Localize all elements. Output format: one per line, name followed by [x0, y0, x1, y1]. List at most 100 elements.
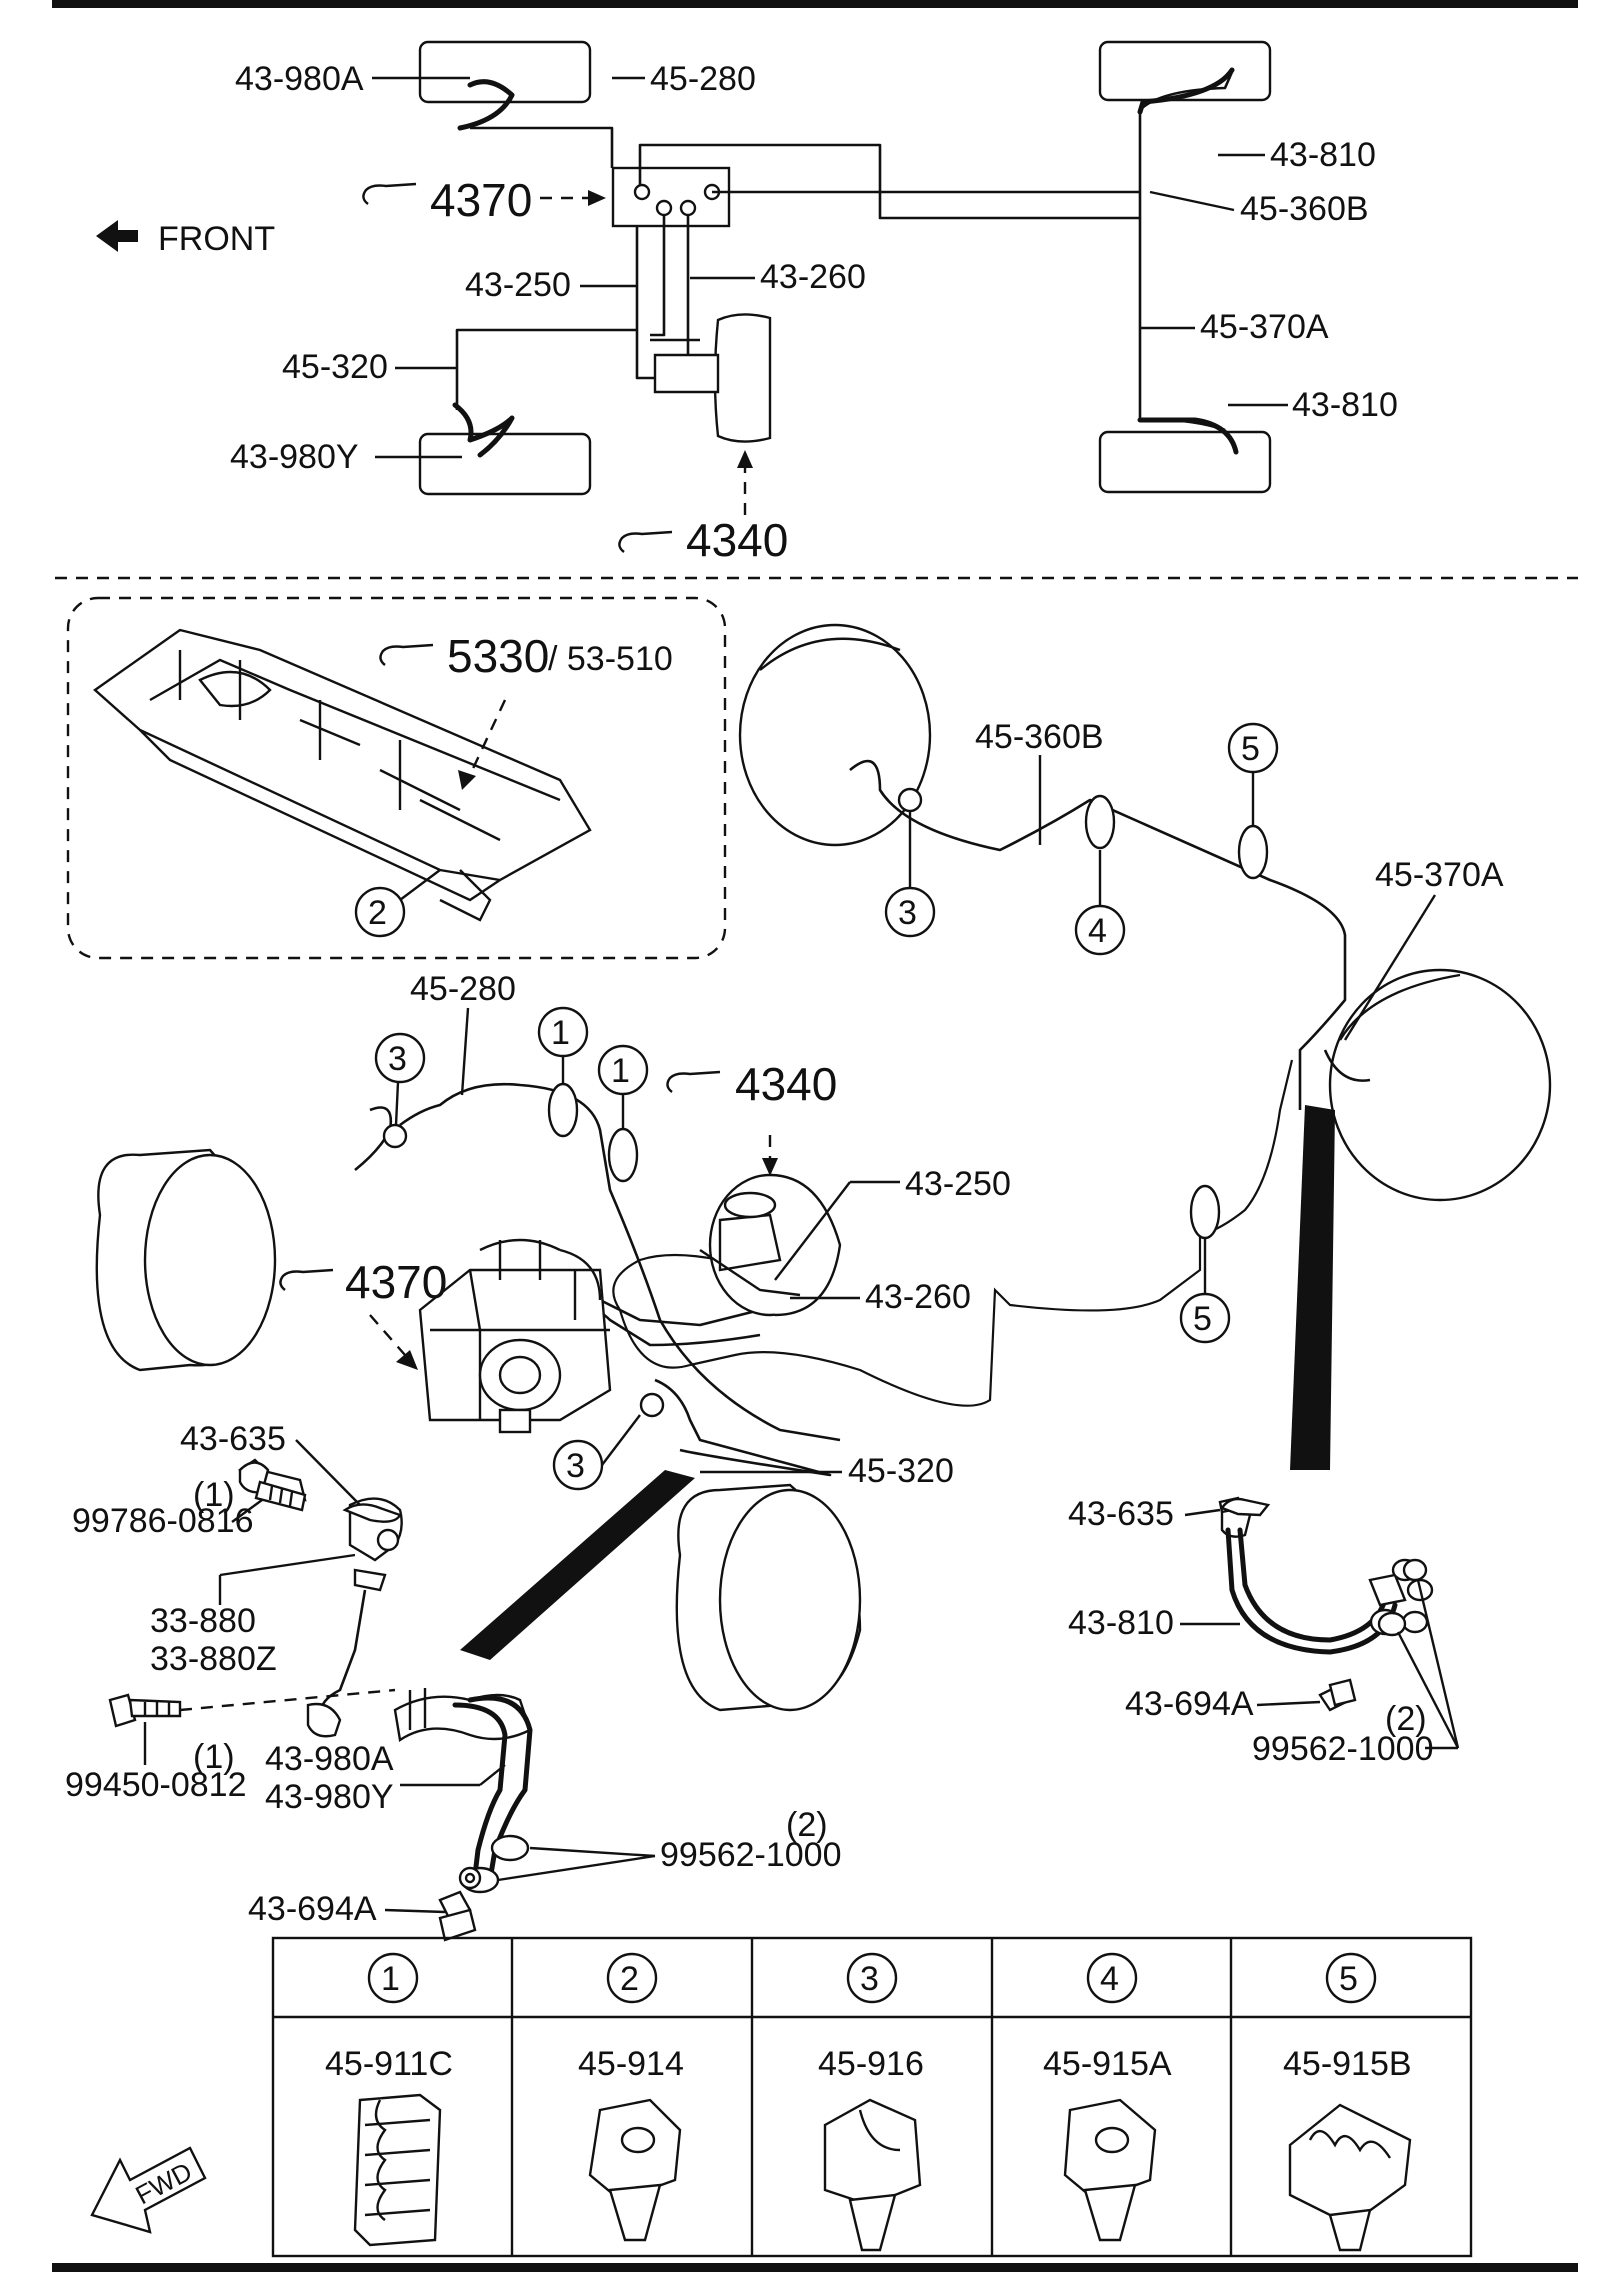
- clip-1b: [607, 1127, 639, 1183]
- rear-left-wheel-top: [738, 623, 932, 847]
- svg-text:1: 1: [551, 1014, 570, 1052]
- leader: [1343, 894, 1437, 1041]
- front-left-hardware: [238, 1458, 533, 1942]
- label-45-370A-main: 45-370A: [1375, 856, 1504, 894]
- label-45-360B-main: 45-360B: [975, 718, 1104, 756]
- arrow-4370-main: [369, 1314, 406, 1356]
- rear-hose-43-810: [1218, 1496, 1434, 1712]
- table-col-5: 5 45-915B: [1283, 1952, 1412, 2252]
- table-col-1: 1 45-911C: [325, 1952, 453, 2247]
- clip-45-915B-icon: [1288, 2103, 1412, 2252]
- leader: [1184, 1508, 1221, 1517]
- clip-45-911C-icon: [353, 2093, 442, 2247]
- label-43-250-main: 43-250: [905, 1165, 1011, 1203]
- callout-1b: 1: [597, 1044, 649, 1129]
- leader: [1149, 190, 1235, 212]
- leader: [399, 869, 441, 901]
- clip-4: [1084, 794, 1116, 850]
- vehicle-frame-sketch: [93, 628, 592, 922]
- svg-text:45-915B: 45-915B: [1283, 2045, 1412, 2083]
- top-border: [52, 0, 1578, 8]
- bolt-99450-0812: [108, 1693, 182, 1728]
- svg-text:5: 5: [1339, 1960, 1358, 1998]
- clip-3b: [382, 1123, 408, 1149]
- top-schematic: FRONT 4370 4340 43-980A 45-280 43-810 45…: [96, 40, 1398, 566]
- label-43-810-main: 43-810: [1068, 1604, 1174, 1642]
- clip-3c: [639, 1392, 665, 1418]
- clip-45-914-icon: [588, 2098, 682, 2242]
- bolt-99786-0816: [238, 1461, 307, 1512]
- qty-99450: (1): [193, 1738, 235, 1776]
- label-33-880: 33-880: [150, 1602, 256, 1640]
- wheel-front-left: [418, 40, 592, 104]
- hand-pointer-icon: [379, 643, 434, 666]
- port: [679, 199, 697, 217]
- arrow-head: [396, 1350, 418, 1370]
- svg-text:3: 3: [388, 1040, 407, 1078]
- master-cylinder: [653, 353, 720, 394]
- label-43-260: 43-260: [760, 258, 866, 296]
- svg-text:2: 2: [368, 894, 387, 932]
- pipe-45-320-routing: [654, 1378, 832, 1477]
- clip-1a: [547, 1082, 579, 1138]
- hose-wedge-rear: [1290, 1105, 1335, 1470]
- pipe-rear-right-hose: [1137, 417, 1239, 455]
- wheel-rear-right: [1098, 430, 1272, 494]
- arrow-head: [737, 450, 753, 468]
- arrow-head: [762, 1158, 778, 1176]
- svg-text:4: 4: [1100, 1960, 1119, 1998]
- label-45-280-main: 45-280: [410, 970, 516, 1008]
- svg-text:5: 5: [1241, 730, 1260, 768]
- fitting-43-694A-b: [1328, 1678, 1357, 1707]
- hose-wedge-front: [460, 1470, 695, 1660]
- callout-3b: 3: [374, 1032, 426, 1126]
- label-43-980Y: 43-980Y: [230, 438, 359, 476]
- front-left-wheel: [95, 1148, 277, 1372]
- callout-2: 2: [354, 886, 406, 938]
- svg-text:45-915A: 45-915A: [1043, 2045, 1172, 2083]
- hand-pointer-icon: [666, 1070, 721, 1093]
- clip-43-635-a: [342, 1503, 402, 1523]
- clip-3a: [897, 787, 923, 813]
- leader: [1416, 1579, 1460, 1749]
- label-43-980A: 43-980A: [235, 60, 364, 98]
- callout-4: 4: [1074, 850, 1126, 956]
- svg-text:45-911C: 45-911C: [325, 2045, 453, 2083]
- label-45-280: 45-280: [650, 60, 756, 98]
- ref-4340-main: 4340: [735, 1058, 837, 1110]
- leader: [179, 1688, 396, 1712]
- svg-text:5: 5: [1193, 1300, 1212, 1338]
- port: [655, 199, 673, 217]
- label-45-320-main: 45-320: [848, 1452, 954, 1490]
- washer: [1402, 1558, 1428, 1582]
- pipe-45-280-routing: [399, 1082, 841, 1442]
- svg-text:45-914: 45-914: [578, 2045, 684, 2083]
- table-col-2: 2 45-914: [578, 1952, 684, 2242]
- leader: [219, 1553, 356, 1577]
- label-99562-1000-b: 99562-1000: [1252, 1730, 1434, 1768]
- callout-3a: 3: [884, 812, 936, 938]
- svg-text:2: 2: [620, 1960, 639, 1998]
- hand-pointer-icon: [618, 530, 673, 553]
- hand-pointer-icon: [362, 182, 417, 205]
- wheel-rear-left: [418, 432, 592, 496]
- leader: [1396, 1631, 1460, 1749]
- leader: [231, 1499, 263, 1523]
- clip-45-916-icon: [823, 2098, 922, 2252]
- label-99562-1000-a: 99562-1000: [660, 1836, 842, 1874]
- pipe-front-long: [612, 1253, 801, 1369]
- label-43-250: 43-250: [465, 266, 571, 304]
- svg-text:3: 3: [898, 894, 917, 932]
- ref-5330: 5330: [447, 630, 549, 682]
- callout-5a: 5: [1227, 722, 1279, 826]
- brake-booster-assembly: [699, 1173, 842, 1317]
- brake-booster: [713, 313, 772, 443]
- label-45-360B: 45-360B: [1240, 190, 1369, 228]
- leader: [460, 1007, 470, 1096]
- leader: [295, 1439, 361, 1506]
- port: [633, 183, 651, 201]
- svg-text:3: 3: [860, 1960, 879, 1998]
- leader: [497, 1854, 656, 1882]
- label-99786-0816: 99786-0816: [72, 1502, 254, 1540]
